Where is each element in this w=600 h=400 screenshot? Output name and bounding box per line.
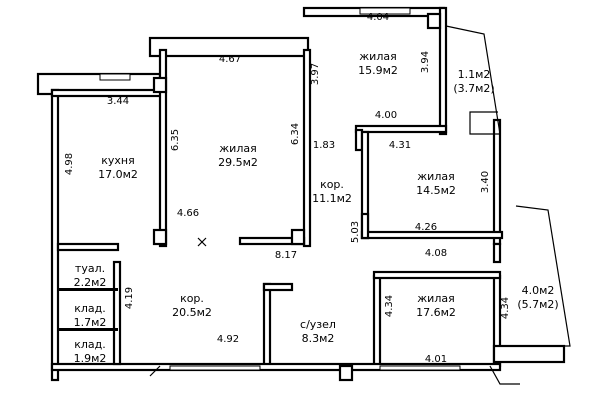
- dim-8-17: 8.17: [275, 250, 297, 261]
- room-living4-area: 17.6м2: [416, 306, 456, 319]
- dim-4-34b: 4.34: [500, 297, 511, 319]
- room-living1-name: жилая: [219, 142, 256, 155]
- dim-6-34: 6.34: [290, 123, 301, 145]
- room-living3-name: жилая: [417, 170, 454, 183]
- wall-living2-right: [438, 6, 448, 136]
- wall-living1-left: [158, 48, 168, 248]
- wall-pantry-div1: [58, 288, 118, 291]
- dim-4-66: 4.66: [177, 208, 199, 219]
- room-living1-area: 29.5м2: [218, 156, 258, 169]
- dim-4-04: 4.04: [367, 12, 389, 23]
- wall-toilet-top: [56, 242, 120, 252]
- dim-4-00: 4.00: [375, 110, 397, 121]
- balcony2-outline: [515, 205, 571, 347]
- wall-living1-top: [148, 36, 310, 58]
- walls: [36, 6, 571, 385]
- dim-4-92: 4.92: [217, 334, 239, 345]
- balcony2-area: 4.0м2: [522, 284, 555, 297]
- window-kitchen: [99, 73, 131, 81]
- dim-4-01: 4.01: [425, 354, 447, 365]
- dim-4-19: 4.19: [124, 287, 135, 309]
- wall-pantry-div2: [58, 328, 118, 331]
- balcony1-area-full: (3.7м2): [453, 82, 494, 95]
- room-toilet-name: туал.: [75, 262, 105, 275]
- dim-4-98: 4.98: [64, 153, 75, 175]
- room-living3-area: 14.5м2: [416, 184, 456, 197]
- room-corridor1-name: кор.: [320, 178, 344, 191]
- balcony1-outline: [445, 25, 501, 135]
- wall-living4-left: [372, 274, 382, 368]
- dimension-labels: 4.04 4.67 3.97 3.94 3.44 4.00 6.35 6.34 …: [64, 12, 511, 365]
- wall-pantry-right: [112, 260, 122, 366]
- dim-3-44: 3.44: [107, 96, 129, 107]
- wall-living2-bottom: [354, 124, 448, 134]
- room-toilet-area: 2.2м2: [74, 276, 107, 289]
- column-4: [426, 12, 442, 30]
- dim-4-26: 4.26: [415, 222, 437, 233]
- window-bottom-right: [379, 365, 461, 371]
- wall-living3-right: [492, 118, 502, 246]
- column-1: [152, 228, 168, 246]
- bottom-outline: [149, 365, 161, 377]
- dim-4-08: 4.08: [425, 248, 447, 259]
- dim-5-03: 5.03: [350, 221, 361, 243]
- dim-4-34a: 4.34: [384, 295, 395, 317]
- wall-bathroom-top: [262, 282, 294, 292]
- room-labels: кухня 17.0м2 жилая 29.5м2 жилая 15.9м2 1…: [74, 50, 559, 365]
- room-pantry1-name: клад.: [74, 302, 106, 315]
- dim-6-35: 6.35: [170, 129, 181, 151]
- room-kitchen-name: кухня: [101, 154, 134, 167]
- room-corridor1-area: 11.1м2: [312, 192, 352, 205]
- room-corridor2-name: кор.: [180, 292, 204, 305]
- wall-right-mid: [492, 242, 502, 264]
- wall-balcony2-bottom: [492, 344, 566, 364]
- wall-living4-top: [372, 270, 502, 280]
- dim-3-94: 3.94: [420, 51, 431, 73]
- wall-left-outer: [50, 88, 60, 382]
- room-bathroom-area: 8.3м2: [302, 332, 335, 345]
- door-mark2: [197, 237, 207, 247]
- column-5: [338, 364, 354, 382]
- dim-4-31: 4.31: [389, 140, 411, 151]
- dim-3-40: 3.40: [480, 171, 491, 193]
- room-pantry2-area: 1.9м2: [74, 352, 107, 365]
- bottom-right-outline: [489, 365, 520, 385]
- room-living2-area: 15.9м2: [358, 64, 398, 77]
- room-pantry2-name: клад.: [74, 338, 106, 351]
- wall-bottom-outer: [50, 362, 502, 372]
- column-2: [290, 228, 306, 246]
- window-bottom-left: [169, 365, 261, 371]
- dim-1-83: 1.83: [313, 140, 335, 151]
- wall-bathroom-left: [262, 282, 272, 368]
- column-3: [152, 76, 168, 94]
- dim-4-67: 4.67: [219, 54, 241, 65]
- wall-corridor-right-stub: [360, 212, 370, 240]
- balcony2-area-full: (5.7м2): [517, 298, 558, 311]
- dim-3-97: 3.97: [310, 63, 321, 85]
- room-corridor2-area: 20.5м2: [172, 306, 212, 319]
- room-living2-name: жилая: [359, 50, 396, 63]
- window-living2: [359, 7, 411, 15]
- room-bathroom-name: с/узел: [300, 318, 336, 331]
- room-pantry1-area: 1.7м2: [74, 316, 107, 329]
- room-living4-name: жилая: [417, 292, 454, 305]
- room-kitchen-area: 17.0м2: [98, 168, 138, 181]
- wall-living1-right: [302, 48, 312, 248]
- balcony1-area: 1.1м2: [458, 68, 491, 81]
